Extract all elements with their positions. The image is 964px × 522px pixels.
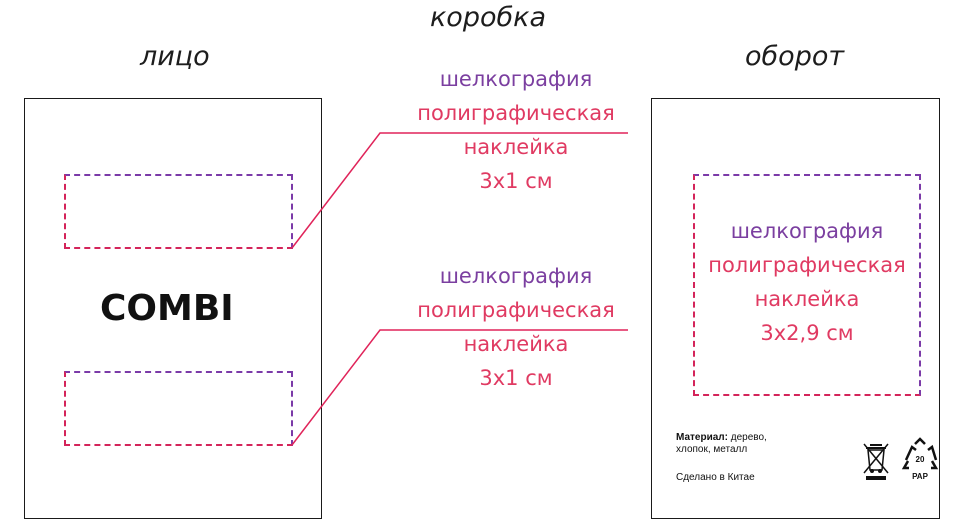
material-info: Материал: дерево, хлопок, металл <box>676 432 826 456</box>
callout-bottom-line2: полиграфическая <box>417 298 615 322</box>
callout-bottom-line1: шелкография <box>439 264 593 288</box>
back-line3: наклейка <box>754 287 860 311</box>
material-value1: дерево, <box>727 432 767 443</box>
callout-bottom-line3: наклейка <box>463 332 569 356</box>
leader-line-top <box>291 132 628 249</box>
callout-bottom-line4: 3х1 см <box>479 366 553 390</box>
front-print-area-top <box>64 174 293 249</box>
back-area-text: шелкография полиграфическая наклейка 3х2… <box>693 214 921 350</box>
heading-box: коробка <box>430 2 546 33</box>
heading-back: оборот <box>745 41 845 72</box>
combi-logo: COMBI <box>100 288 234 329</box>
back-panel <box>651 98 940 519</box>
callout-top-line4: 3х1 см <box>479 169 553 193</box>
front-panel <box>24 98 322 519</box>
recycle-pap-icon: 20 PAP <box>901 437 939 481</box>
leader-line-bottom <box>291 329 628 446</box>
material-value2: хлопок, металл <box>676 444 748 455</box>
pap-number: 20 <box>916 455 925 464</box>
back-line4: 3х2,9 см <box>760 321 854 345</box>
material-label: Материал: <box>676 432 728 443</box>
front-print-area-bottom <box>64 371 293 446</box>
back-line2: полиграфическая <box>708 253 906 277</box>
callout-top-line2: полиграфическая <box>417 101 615 125</box>
crossed-bin-icon <box>863 443 889 480</box>
pap-text: PAP <box>912 472 929 481</box>
callout-bottom: шелкография полиграфическая наклейка 3х1… <box>400 259 632 395</box>
back-line1: шелкография <box>730 219 884 243</box>
made-in: Сделано в Китае <box>676 472 755 483</box>
back-print-area <box>693 174 921 396</box>
callout-top-line1: шелкография <box>439 67 593 91</box>
callout-top-line3: наклейка <box>463 135 569 159</box>
heading-front: лицо <box>140 41 210 72</box>
callout-top: шелкография полиграфическая наклейка 3х1… <box>400 62 632 198</box>
